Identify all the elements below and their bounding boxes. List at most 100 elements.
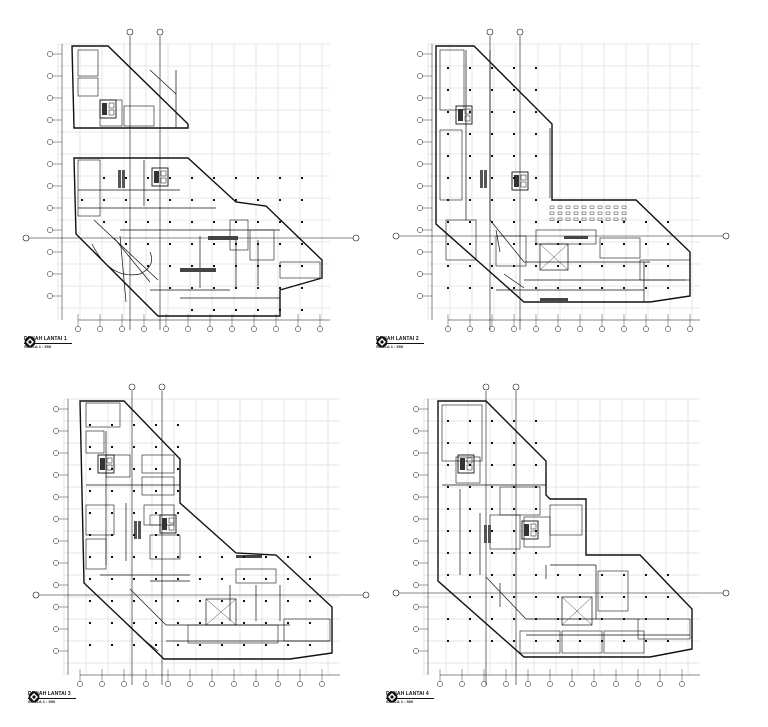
- section-marker: [512, 383, 520, 391]
- grid-bubble: [251, 326, 257, 332]
- table: [549, 205, 555, 209]
- column: [177, 446, 179, 448]
- column: [177, 578, 179, 580]
- grid-bubble: [75, 326, 81, 332]
- column: [447, 574, 449, 576]
- column: [557, 243, 559, 245]
- grid-bubble: [47, 249, 53, 255]
- column: [221, 644, 223, 646]
- column: [279, 287, 281, 289]
- column: [469, 221, 471, 223]
- stair-core: [511, 171, 529, 191]
- grid-bubble: [417, 227, 423, 233]
- column: [447, 287, 449, 289]
- grid-bubble: [687, 326, 693, 332]
- room: [149, 534, 181, 560]
- column: [447, 552, 449, 554]
- column: [309, 600, 311, 602]
- column: [213, 221, 215, 223]
- grid-bubble: [413, 516, 419, 522]
- column: [199, 578, 201, 580]
- table: [589, 205, 595, 209]
- column: [491, 596, 493, 598]
- column: [155, 644, 157, 646]
- column: [447, 67, 449, 69]
- table: [581, 211, 587, 215]
- column: [133, 468, 135, 470]
- table: [597, 217, 603, 221]
- grid-bubble: [47, 117, 53, 123]
- escalator-run: [134, 521, 137, 539]
- column: [111, 556, 113, 558]
- wall: [137, 634, 159, 652]
- table: [549, 211, 555, 215]
- section-marker: [392, 232, 400, 240]
- column: [177, 644, 179, 646]
- grid-bubble: [47, 293, 53, 299]
- column: [601, 596, 603, 598]
- building-outline: [437, 400, 693, 658]
- grid-bubble: [413, 582, 419, 588]
- grid-bubble: [53, 538, 59, 544]
- column: [645, 618, 647, 620]
- column: [221, 556, 223, 558]
- shaft: [168, 517, 175, 524]
- column: [199, 556, 201, 558]
- column: [447, 221, 449, 223]
- table: [557, 217, 563, 221]
- column: [111, 622, 113, 624]
- column: [513, 464, 515, 466]
- column: [279, 265, 281, 267]
- column: [169, 199, 171, 201]
- column: [667, 265, 669, 267]
- column: [513, 640, 515, 642]
- plan-4-title: DENAH LANTAI 4: [386, 691, 429, 697]
- table: [557, 211, 563, 215]
- grid-bubble: [503, 681, 509, 687]
- room: [519, 630, 561, 654]
- grid-bubble: [275, 681, 281, 687]
- column: [287, 600, 289, 602]
- grid-bubbles: [53, 406, 325, 687]
- escalator-flat: [208, 236, 238, 240]
- room: [637, 618, 691, 640]
- column: [89, 490, 91, 492]
- column: [301, 221, 303, 223]
- grid-bubble: [77, 681, 83, 687]
- grid-bubble: [413, 406, 419, 412]
- column: [447, 243, 449, 245]
- wall: [129, 588, 167, 626]
- column: [645, 221, 647, 223]
- column: [447, 111, 449, 113]
- column: [469, 111, 471, 113]
- column: [89, 424, 91, 426]
- grid-bubble: [121, 681, 127, 687]
- section-marker: [722, 589, 730, 597]
- column: [623, 287, 625, 289]
- column: [579, 618, 581, 620]
- column: [513, 265, 515, 267]
- column: [535, 133, 537, 135]
- grid-bubble: [53, 494, 59, 500]
- grid-bubble: [635, 681, 641, 687]
- room: [105, 454, 131, 478]
- column: [447, 265, 449, 267]
- elevator: [524, 524, 529, 536]
- column: [601, 243, 603, 245]
- grid-bubble: [679, 681, 685, 687]
- grid-bubble: [53, 406, 59, 412]
- walls: [465, 50, 686, 302]
- column: [535, 243, 537, 245]
- column: [469, 177, 471, 179]
- void-cross: [539, 243, 569, 271]
- grid-bubble: [273, 326, 279, 332]
- column: [147, 221, 149, 223]
- column: [133, 424, 135, 426]
- grid-bubble: [525, 681, 531, 687]
- column: [309, 622, 311, 624]
- column: [491, 508, 493, 510]
- column: [133, 622, 135, 624]
- column: [89, 600, 91, 602]
- grid-bubble: [417, 117, 423, 123]
- column: [111, 644, 113, 646]
